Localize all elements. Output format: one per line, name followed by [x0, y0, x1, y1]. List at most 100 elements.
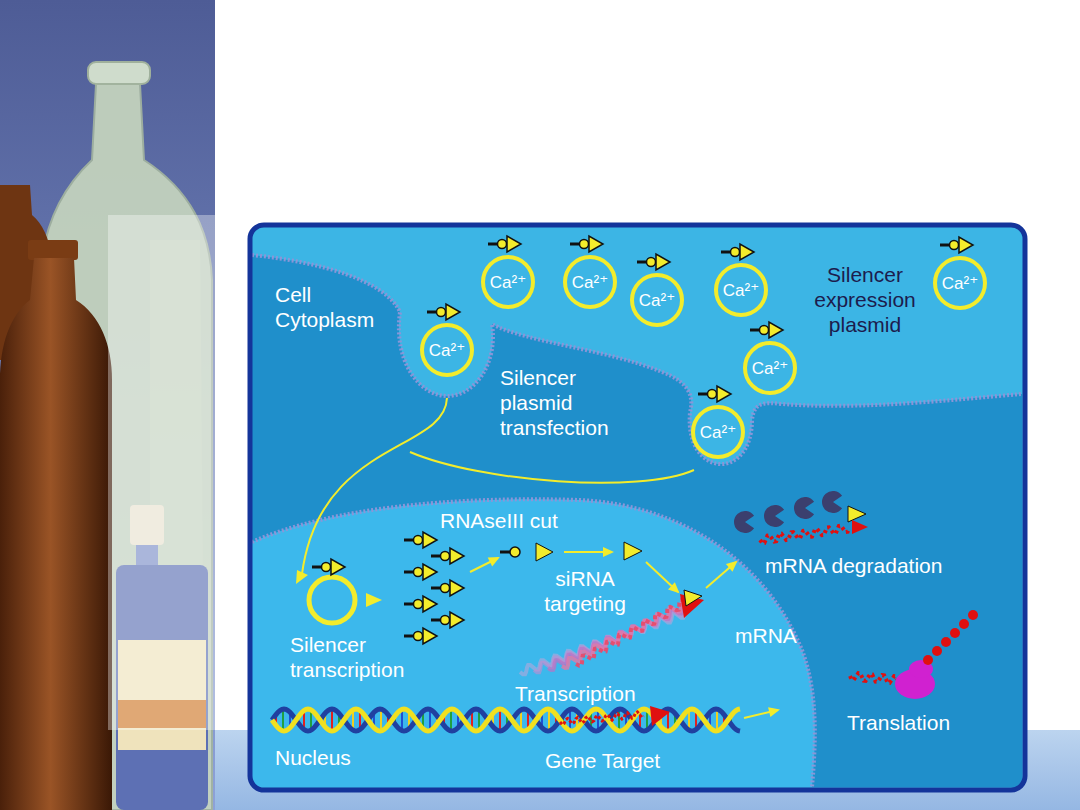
- green-bottle-lip: [88, 62, 150, 84]
- plasmid-promoter-bar: [721, 251, 731, 254]
- plasmid-promoter-triangle: [446, 304, 460, 320]
- nucleus-region: [252, 499, 815, 787]
- ion-label: Ca²⁺: [700, 424, 736, 441]
- cytoplasm-region: [252, 255, 1022, 787]
- ion-label: Ca²⁺: [429, 342, 465, 359]
- nuclease-pacman: [764, 505, 784, 527]
- process-arrow-head: [668, 582, 679, 593]
- dna-strand: [272, 709, 740, 731]
- peptide-bead: [950, 628, 960, 638]
- silencer-transcript-triangle: [423, 532, 437, 548]
- silencer-transcript-dot: [414, 536, 423, 545]
- diagram-label: RNAseIII cut: [440, 508, 558, 533]
- diagram-frame: [250, 225, 1025, 790]
- diagram-label: Nucleus: [275, 745, 351, 770]
- plasmid-promoter-triangle: [959, 237, 973, 253]
- silencer-transcript-triangle: [450, 548, 464, 564]
- transcription-arrow: [366, 593, 382, 607]
- silencer-transcript-bar: [431, 619, 441, 622]
- transcription-tag: [650, 706, 670, 726]
- plasmid-circle: Ca²⁺: [563, 255, 617, 309]
- silencer-transcript-dot: [441, 584, 450, 593]
- process-arrow-head: [768, 707, 780, 717]
- dna-base-pair: [282, 709, 284, 731]
- silencer-transcript-triangle: [450, 612, 464, 628]
- sirna-bound: [684, 590, 702, 606]
- brown-bottle-cap: [28, 240, 78, 260]
- plasmid-promoter-bar: [698, 393, 708, 396]
- plasmid-promoter-dot: [580, 240, 589, 249]
- peptide-bead: [923, 655, 933, 665]
- silencer-transcript-triangle: [450, 580, 464, 596]
- plasmid-promoter-dot: [647, 258, 656, 267]
- plasmid-circle: Ca²⁺: [481, 255, 535, 309]
- process-arrow-head: [726, 561, 738, 572]
- nascent-mrna: [560, 712, 644, 725]
- transfection-line: [302, 398, 447, 574]
- plasmid-promoter-bar: [427, 311, 437, 314]
- plasmid-promoter-dot: [760, 326, 769, 335]
- process-arrow-head: [488, 557, 500, 566]
- dna-base-pair: [331, 709, 333, 731]
- peptide-bead: [968, 610, 978, 620]
- plasmid-promoter-dot: [950, 241, 959, 250]
- diagram-label: Silencer expression plasmid: [805, 262, 925, 337]
- diagram-label: Cell Cytoplasm: [275, 282, 393, 332]
- cell-membrane: [252, 255, 1022, 464]
- dna-strand: [272, 709, 740, 731]
- cut-fragment-bar: [500, 551, 510, 554]
- diagram-label: Transcription: [512, 681, 639, 706]
- dna-base-pair: [548, 709, 550, 731]
- silencer-transcript-bar: [404, 603, 414, 606]
- silencer-transcript-dot: [441, 616, 450, 625]
- peptide-bead: [959, 619, 969, 629]
- nuclear-plasmid: [309, 577, 355, 623]
- plasmid-promoter-triangle: [589, 236, 603, 252]
- plasmid-promoter-dot: [498, 240, 507, 249]
- plasmid-promoter-triangle: [769, 322, 783, 338]
- plasmid-promoter-bar: [570, 243, 580, 246]
- diagram-label: mRNA degradation: [765, 553, 942, 578]
- plasmid-promoter-triangle: [717, 386, 731, 402]
- silencer-transcript-bar: [404, 635, 414, 638]
- ion-label: Ca²⁺: [752, 360, 788, 377]
- diagram-label: siRNA targeting: [535, 566, 635, 616]
- plasmid-circle: Ca²⁺: [743, 341, 797, 395]
- silencer-transcript-triangle: [423, 596, 437, 612]
- plasmid-circle: Ca²⁺: [630, 273, 684, 327]
- plasmid-circle: Ca²⁺: [714, 263, 768, 317]
- translated-mrna: [850, 673, 898, 683]
- diagram-label: mRNA: [735, 623, 797, 648]
- plasmid-promoter-dot: [437, 308, 446, 317]
- plasmid-circle: Ca²⁺: [691, 405, 745, 459]
- plasmid-promoter-bar: [940, 244, 950, 247]
- nuclease-pacman: [822, 491, 842, 513]
- silencer-transcript-bar: [431, 587, 441, 590]
- process-arrow-head: [603, 547, 614, 557]
- diagram-label: Translation: [847, 710, 950, 735]
- nuclear-membrane: [252, 499, 815, 787]
- cut-fragment-dot: [510, 547, 520, 557]
- plasmid-promoter-triangle: [507, 236, 521, 252]
- dna-base-pair: [450, 709, 452, 731]
- silencer-transcript-bar: [404, 571, 414, 574]
- silencer-transcript-dot: [414, 568, 423, 577]
- plasmid-promoter-dot: [731, 248, 740, 257]
- brown-bottle: [0, 258, 112, 810]
- plasmid-promoter-bar: [488, 243, 498, 246]
- sirna-triangle: [536, 543, 553, 561]
- ion-label: Ca²⁺: [942, 275, 978, 292]
- plasmid-promoter-bar: [312, 566, 322, 569]
- plasmid-promoter-dot: [322, 563, 331, 572]
- dna-base-pair: [499, 709, 501, 731]
- plasmid-promoter-triangle: [740, 244, 754, 260]
- plasmid-promoter-bar: [750, 329, 760, 332]
- diagram-label: Gene Target: [545, 748, 660, 773]
- degraded-mrna: [760, 526, 849, 544]
- diagram-label: Silencer plasmid transfection: [500, 365, 622, 440]
- sirna-triangle: [848, 506, 866, 522]
- silencer-transcript-triangle: [423, 628, 437, 644]
- dna-base-pair: [716, 709, 718, 731]
